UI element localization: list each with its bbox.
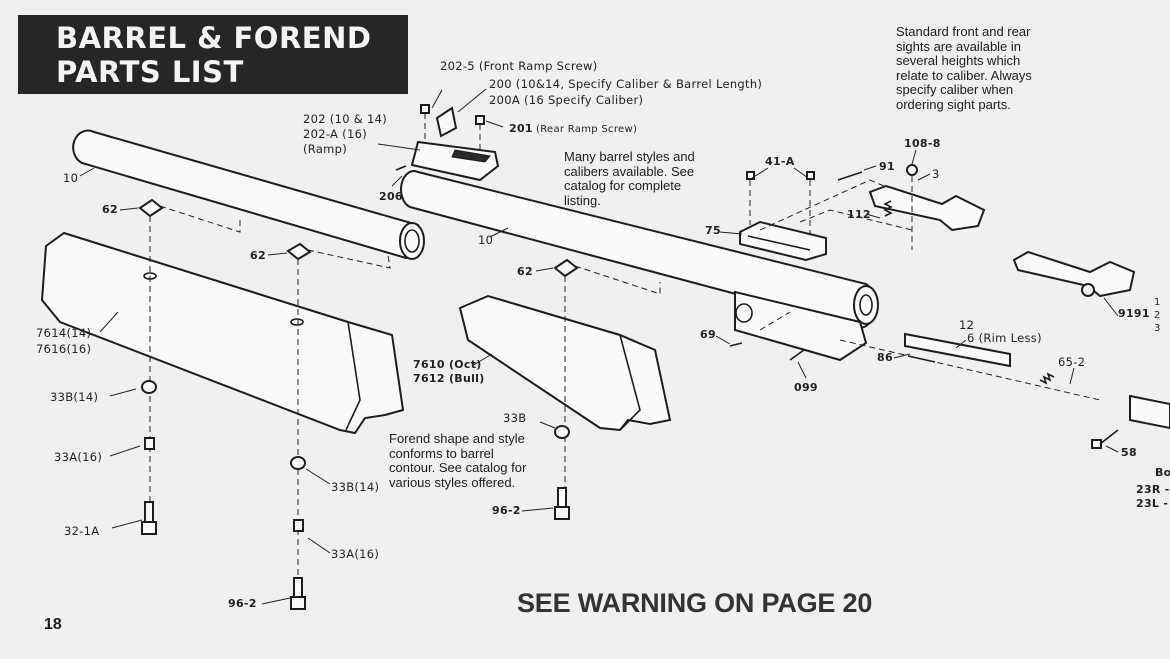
label-23l: 23L -: [1136, 497, 1169, 510]
forend-left: [40, 231, 405, 435]
page-title: BARREL & FOREND PARTS LIST: [18, 15, 408, 94]
label-9191-options: 1 2 3: [1154, 296, 1161, 335]
title-line-1: BARREL & FOREND: [56, 21, 372, 55]
option-line: 1: [1154, 297, 1161, 308]
label-33a-mid: 33A(16): [331, 547, 380, 561]
label-62-b: 62: [250, 249, 266, 262]
note-line: contour. See catalog for: [389, 460, 527, 475]
warning-text: SEE WARNING ON PAGE 20: [517, 588, 873, 618]
note-line: ordering sight parts.: [896, 96, 1011, 112]
label-58: 58: [1121, 446, 1137, 459]
label-ramp: (Ramp): [303, 142, 348, 156]
label-206: 206: [379, 190, 403, 203]
label-12: 12: [959, 318, 975, 332]
label-96-2-right: 96-2: [492, 504, 521, 517]
label-33a-left: 33A(16): [54, 450, 103, 464]
label-6: 6 (Rim Less): [967, 331, 1042, 345]
fasteners-mid: [290, 456, 306, 610]
label-33b-right: 33B: [503, 411, 527, 425]
note-line: Forend shape and style: [389, 431, 525, 446]
page-number: 18: [44, 616, 62, 633]
label-62-a: 62: [102, 203, 118, 216]
label-62-c: 62: [517, 265, 533, 278]
ramp-screws: [395, 104, 485, 171]
label-33b-left: 33B(14): [50, 390, 99, 404]
forend-right: [458, 294, 672, 432]
label-099: 099: [794, 381, 818, 394]
barrel-right: [400, 170, 879, 362]
note-line: listing.: [564, 192, 601, 208]
note-line: several heights which: [896, 53, 1021, 68]
rear-sight-base: [739, 171, 913, 262]
note-line: various styles offered.: [389, 474, 516, 490]
label-32-1a: 32-1A: [64, 524, 100, 538]
label-7614: 7614(14): [36, 326, 92, 340]
label-33b-mid: 33B(14): [331, 480, 380, 494]
leader-lines: [79, 88, 1119, 605]
label-41a: 41-A: [765, 155, 795, 168]
note-line: calibers available. See: [564, 163, 695, 179]
fasteners-left: [141, 380, 157, 535]
note-line: Standard front and rear: [896, 24, 1031, 39]
label-202-5: 202-5 (Front Ramp Screw): [440, 59, 598, 73]
label-201: 201: [509, 122, 533, 135]
label-202: 202 (10 & 14): [303, 112, 388, 126]
note-line: specify caliber when: [896, 82, 1014, 97]
label-65-2: 65-2: [1058, 355, 1086, 369]
rear-sight-assembly: [868, 164, 986, 250]
label-9191: 9191: [1118, 307, 1150, 320]
barrel-left: [72, 129, 425, 260]
label-7610: 7610 (Oct): [413, 358, 482, 371]
label-201-desc: (Rear Ramp Screw): [536, 124, 638, 135]
note-line: sights are available in: [896, 38, 1022, 54]
fasteners-right: [554, 425, 570, 520]
note-line: Many barrel styles and: [564, 149, 695, 164]
label-91: 91: [879, 160, 895, 173]
label-23r: 23R -: [1136, 483, 1170, 496]
note-line: catalog for complete: [564, 178, 682, 193]
label-112: 112: [847, 208, 871, 221]
barrels-note: Many barrel styles and calibers availabl…: [564, 149, 695, 208]
ramp: [410, 140, 500, 182]
front-sight: [435, 106, 458, 138]
label-7616: 7616(16): [36, 342, 92, 356]
option-line: 2: [1154, 310, 1161, 321]
label-200: 200 (10&14, Specify Caliber & Barrel Len…: [489, 77, 763, 91]
label-75: 75: [705, 224, 721, 237]
escutcheons: [138, 198, 661, 580]
option-line: 3: [1154, 323, 1161, 334]
label-96-2-left: 96-2: [228, 597, 257, 610]
note-line: conforms to barrel: [389, 445, 494, 461]
label-3: 3: [932, 167, 940, 181]
label-10-left: 10: [63, 171, 79, 185]
label-10-mid: 10: [478, 233, 494, 247]
action-parts: [729, 311, 1170, 449]
label-86: 86: [877, 351, 893, 364]
label-bo: Bo: [1155, 466, 1170, 479]
forend-note: Forend shape and style conforms to barre…: [389, 431, 527, 490]
label-202a: 202-A (16): [303, 127, 367, 141]
note-line: relate to caliber. Always: [896, 67, 1032, 83]
label-7612: 7612 (Bull): [413, 372, 485, 385]
peep-sight: [1012, 250, 1136, 298]
label-69: 69: [700, 328, 716, 341]
title-line-2: PARTS LIST: [56, 55, 244, 89]
label-200a: 200A (16 Specify Caliber): [489, 93, 644, 107]
sights-note: Standard front and rear sights are avail…: [896, 24, 1032, 112]
label-108-8: 108-8: [904, 137, 941, 150]
